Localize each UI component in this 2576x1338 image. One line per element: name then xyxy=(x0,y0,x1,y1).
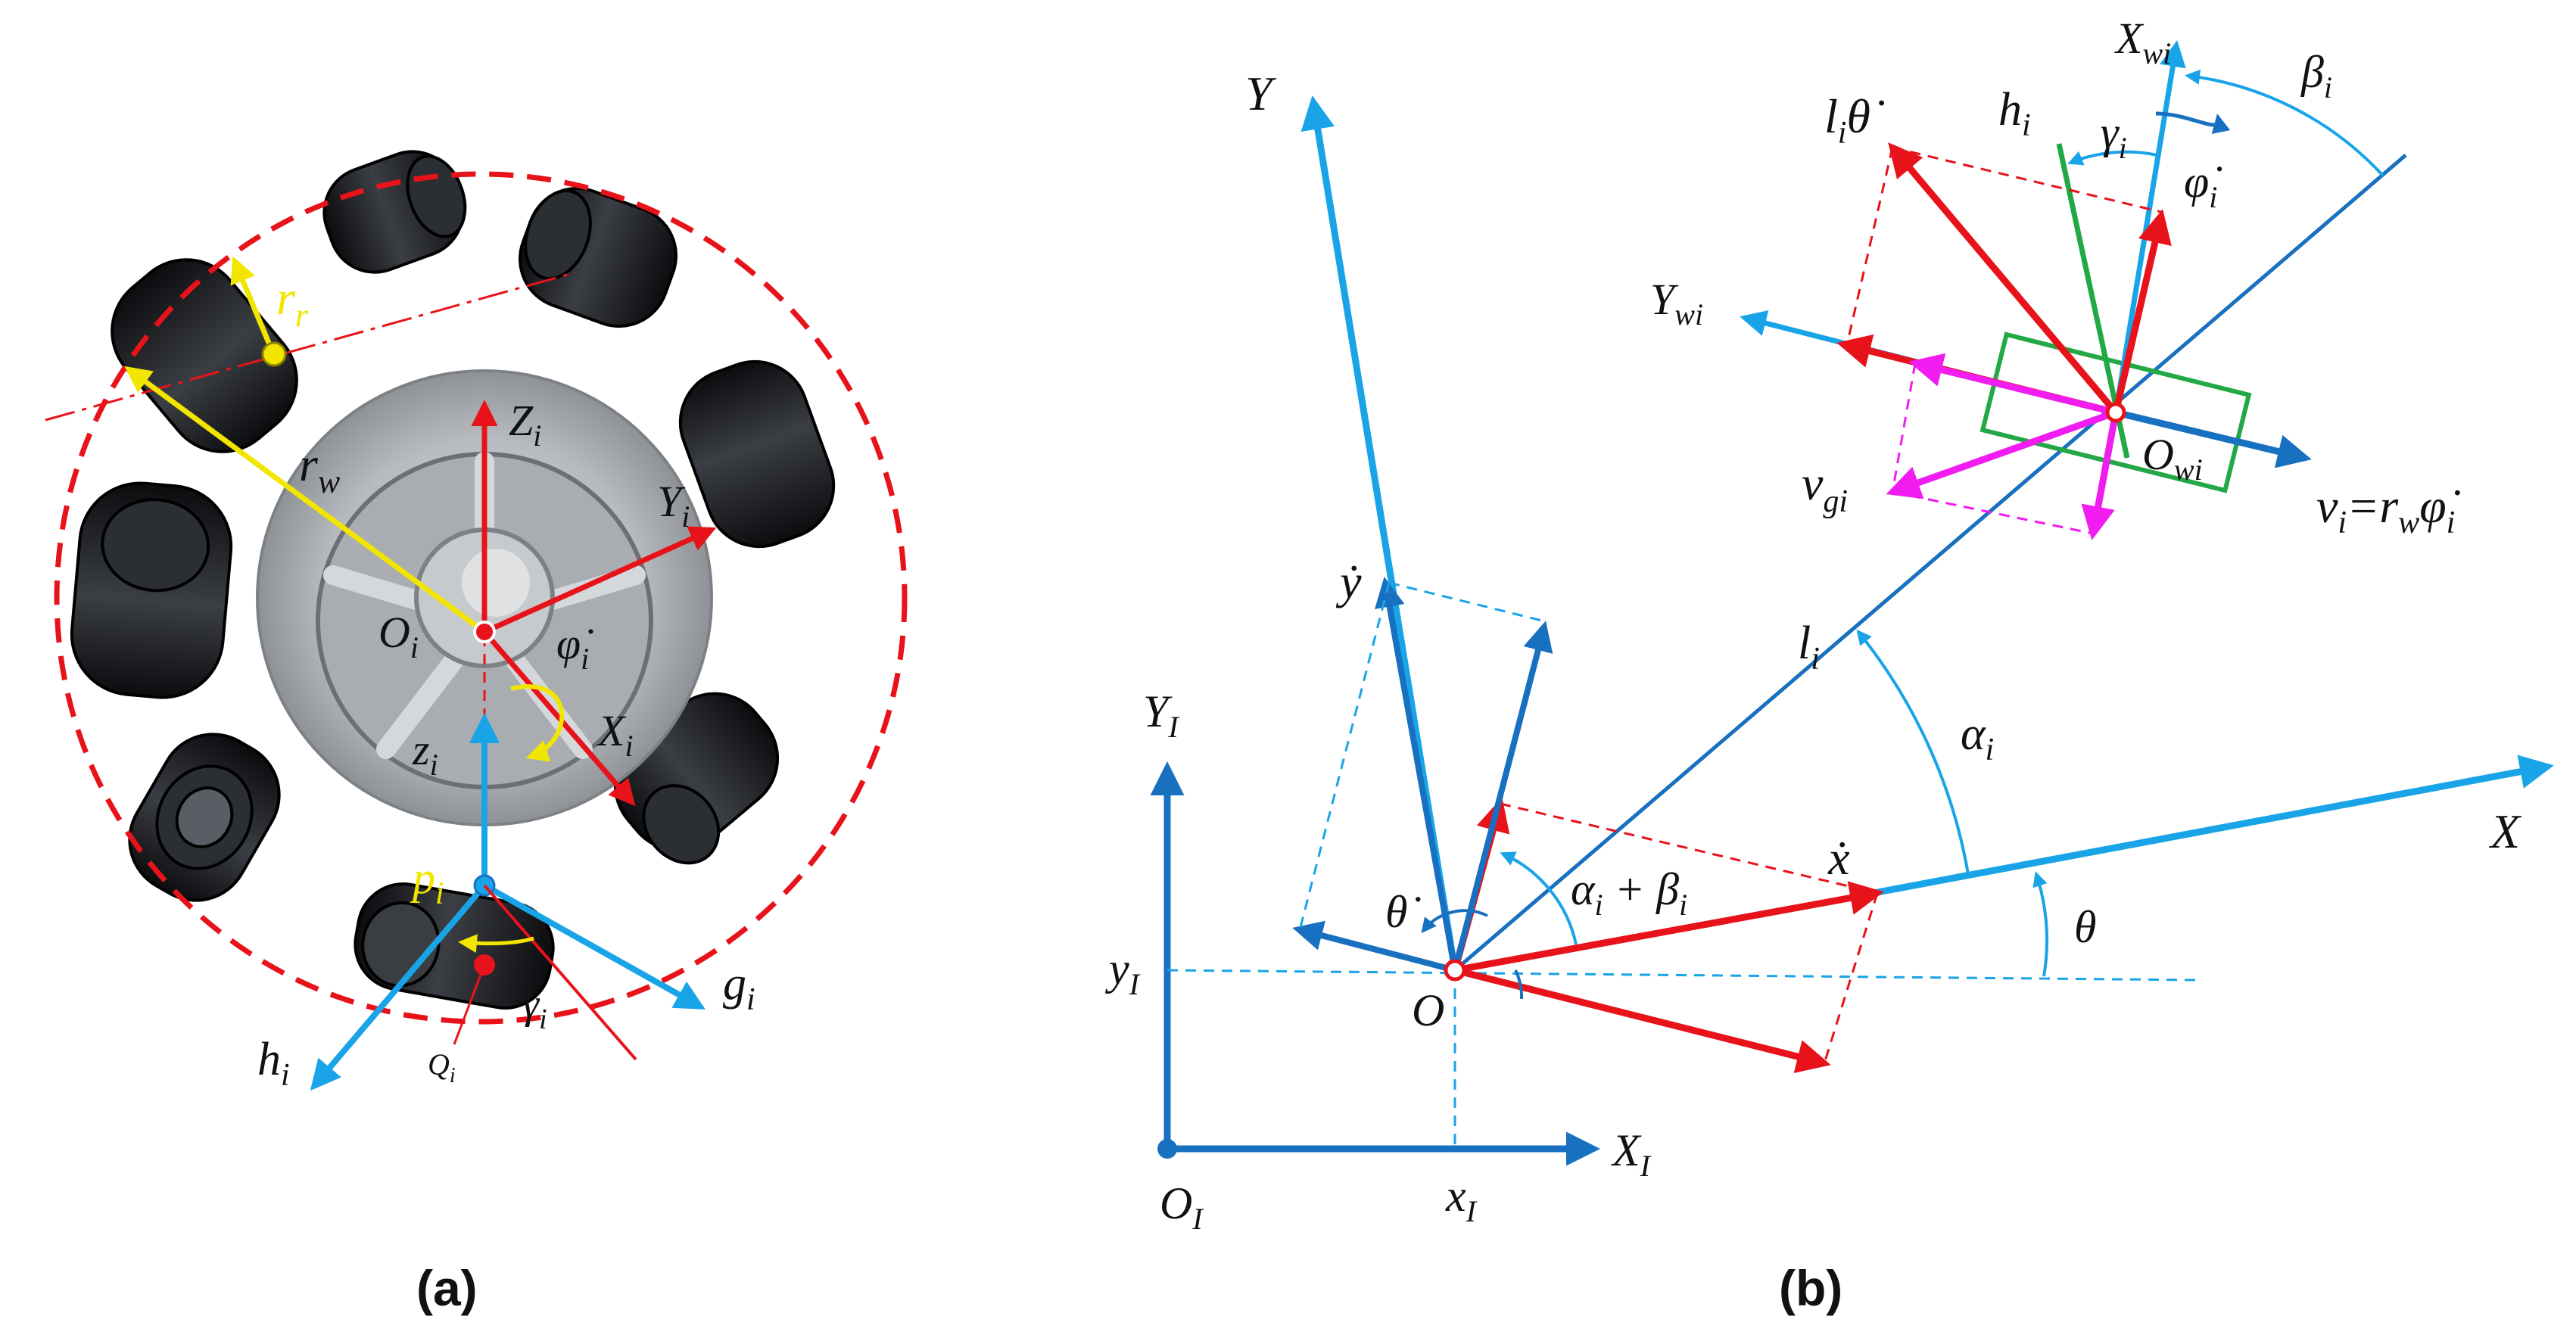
yI-dashed-line xyxy=(1167,969,2196,982)
xdot-label: ẋ xyxy=(1827,831,1850,885)
Xi-axis xyxy=(482,630,636,807)
vi-equation-label: vi=rwφ̇i xyxy=(2316,479,2461,540)
wheel-envelope-circle xyxy=(54,171,908,1025)
O-circle-arc xyxy=(1514,969,1524,1000)
Ywi-label: Ywi xyxy=(1650,275,1703,331)
rollers xyxy=(70,150,836,1010)
roller-axis-line xyxy=(45,271,576,422)
gi-axis xyxy=(483,882,706,1010)
hi-label-b: hi xyxy=(1998,84,2031,143)
panel-b: Y X YI XI OI xI yI ẏ ẋ θ̇ θ O αi + βi li… xyxy=(1104,14,2554,1316)
li-label: li xyxy=(1798,618,1820,677)
ydot-vector xyxy=(1374,577,1458,971)
Qi-leader-line xyxy=(453,964,486,1045)
vgi-vector xyxy=(1886,409,2117,499)
gammai-label: γi xyxy=(522,981,547,1035)
OI-label: OI xyxy=(1160,1178,1204,1236)
roller-center-dot xyxy=(261,341,287,367)
Yi-axis xyxy=(483,526,717,635)
caption-a: (a) xyxy=(416,1260,478,1316)
Qi-label: Qi xyxy=(428,1047,456,1088)
betai-arc xyxy=(2185,70,2384,177)
xdot-vector xyxy=(1454,881,1884,974)
theta-label: θ xyxy=(2074,902,2096,952)
wheel-frame xyxy=(1740,40,2384,540)
zi-label: zi xyxy=(412,725,438,782)
Oi-point xyxy=(473,621,496,643)
red-dashed-2 xyxy=(1823,892,1879,1064)
thetadot-label: θ̇ xyxy=(1385,887,1420,937)
Qi-point xyxy=(474,954,495,975)
alphai-arc xyxy=(1856,629,1970,875)
thetadot-arc xyxy=(1421,909,1488,934)
Oi-label: Oi xyxy=(378,608,419,664)
yI-label: yI xyxy=(1104,944,1141,1001)
red-wheel-dashed-1 xyxy=(1892,146,2162,213)
blue-vector-left xyxy=(1292,920,1456,973)
li-thetadot-label: liθ̇ xyxy=(1824,89,1885,151)
mecanum-wheel-photo xyxy=(70,150,836,1010)
blue-dashed-2 xyxy=(1299,582,1391,928)
theta-arc xyxy=(2032,871,2048,977)
red-wheel-dashed-2 xyxy=(1846,147,1894,345)
O-label: O xyxy=(1412,985,1444,1035)
vi-vector xyxy=(2114,409,2312,468)
Owi-point xyxy=(2105,402,2126,423)
phidot-wheel-arc xyxy=(2155,111,2231,135)
li-thetadot-vector xyxy=(1888,142,2119,415)
red-dashed-1 xyxy=(1500,802,1878,895)
pi-label: pi xyxy=(410,853,444,911)
alphai-label: αi xyxy=(1961,708,1994,767)
blue-dashed-1 xyxy=(1388,581,1549,624)
phidot-rotation-arrow xyxy=(510,684,565,762)
Yi-label: Yi xyxy=(657,477,690,534)
panel-b-labels: Y X YI XI OI xI yI ẏ ẋ θ̇ θ O αi + βi li… xyxy=(1104,14,2522,1236)
red-wheel-vector-up xyxy=(2112,209,2172,414)
vgi-label: vgi xyxy=(1802,456,1848,519)
rr-radius-arrow xyxy=(230,256,276,353)
li-line xyxy=(1453,154,2407,972)
Xi-label: Xi xyxy=(596,706,634,763)
magenta-vector-down xyxy=(2081,412,2120,540)
alpha-beta-label: αi + βi xyxy=(1571,864,1687,922)
gammai-arc xyxy=(2067,150,2158,166)
magenta-vector-left xyxy=(1908,353,2117,416)
YI-label: YI xyxy=(1143,686,1179,744)
blue-vector-right xyxy=(1452,621,1553,972)
rw-label: rw xyxy=(299,437,341,500)
phidot-label-b: φ̇i xyxy=(2184,157,2222,214)
gammai-label-b: γi xyxy=(2101,107,2127,165)
roller-contact-line xyxy=(483,884,637,1061)
X-label: X xyxy=(2488,804,2522,858)
Xwi-label: Xwi xyxy=(2114,14,2171,70)
rw-radius-arrow xyxy=(124,366,487,634)
O-point xyxy=(1444,959,1466,982)
hub-bore xyxy=(462,549,530,617)
XI-label: XI xyxy=(1611,1125,1652,1183)
betai-label: βi xyxy=(2300,47,2332,104)
X-axis xyxy=(1873,755,2554,897)
red-vector-down xyxy=(1453,966,1831,1074)
panel-a: rr rw Zi Yi Oi φ̇i Xi zi pi gi hi γi Qi … xyxy=(45,150,908,1316)
Zi-label: Zi xyxy=(509,396,541,453)
magenta-dashed-2 xyxy=(1892,490,2094,535)
hi-axis xyxy=(310,883,487,1091)
magenta-dashed-1 xyxy=(1891,363,1917,493)
Y-label: Y xyxy=(1245,67,1277,120)
Owi-label: Owi xyxy=(2142,430,2203,487)
gamma-angle-arc xyxy=(458,934,534,954)
rr-label: rr xyxy=(276,271,309,334)
panel-a-labels: rr rw Zi Yi Oi φ̇i Xi zi pi gi hi γi Qi xyxy=(257,271,755,1093)
alpha-beta-arc xyxy=(1500,851,1578,945)
ydot-label: ẏ xyxy=(1335,555,1362,608)
gi-label: gi xyxy=(723,958,755,1017)
hi-label: hi xyxy=(257,1034,290,1093)
caption-b: (b) xyxy=(1779,1260,1842,1316)
OI-point xyxy=(1157,1139,1177,1159)
xI-label: xI xyxy=(1445,1171,1478,1228)
